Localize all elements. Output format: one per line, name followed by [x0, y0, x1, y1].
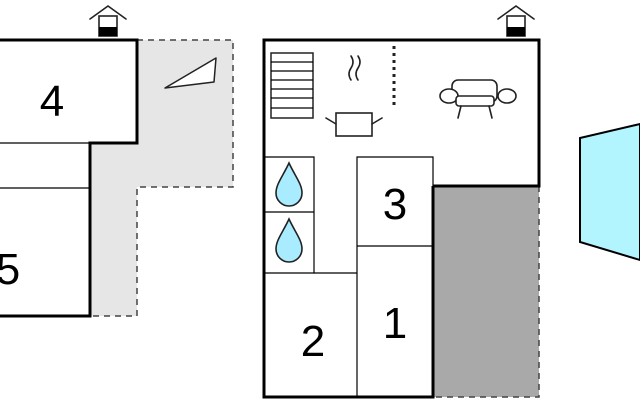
sofa-icon [439, 79, 517, 119]
stairs-icon [270, 52, 314, 119]
house-entrance-icon [89, 5, 127, 37]
water-drop-icon-2 [275, 217, 303, 263]
left-building-walls [0, 38, 139, 318]
water-drop-icon [275, 161, 303, 207]
terrace-light-area [90, 40, 233, 316]
terrace-dark-outline [433, 186, 540, 398]
room-3-label: 3 [383, 180, 407, 229]
pool-icon [579, 122, 640, 262]
terrace-dark-area [433, 186, 539, 397]
room-2-label: 2 [301, 317, 325, 366]
interior-partitions [264, 156, 434, 397]
house-entrance-icon-right [497, 5, 535, 37]
cooking-pot-icon [325, 55, 383, 137]
room-4-label: 4 [40, 77, 64, 126]
room-1-label: 1 [383, 299, 407, 348]
terrace-light-outline [90, 39, 234, 317]
right-building-walls [262, 38, 541, 399]
room-5-label: 5 [0, 245, 20, 294]
terrace-icon [164, 57, 217, 89]
